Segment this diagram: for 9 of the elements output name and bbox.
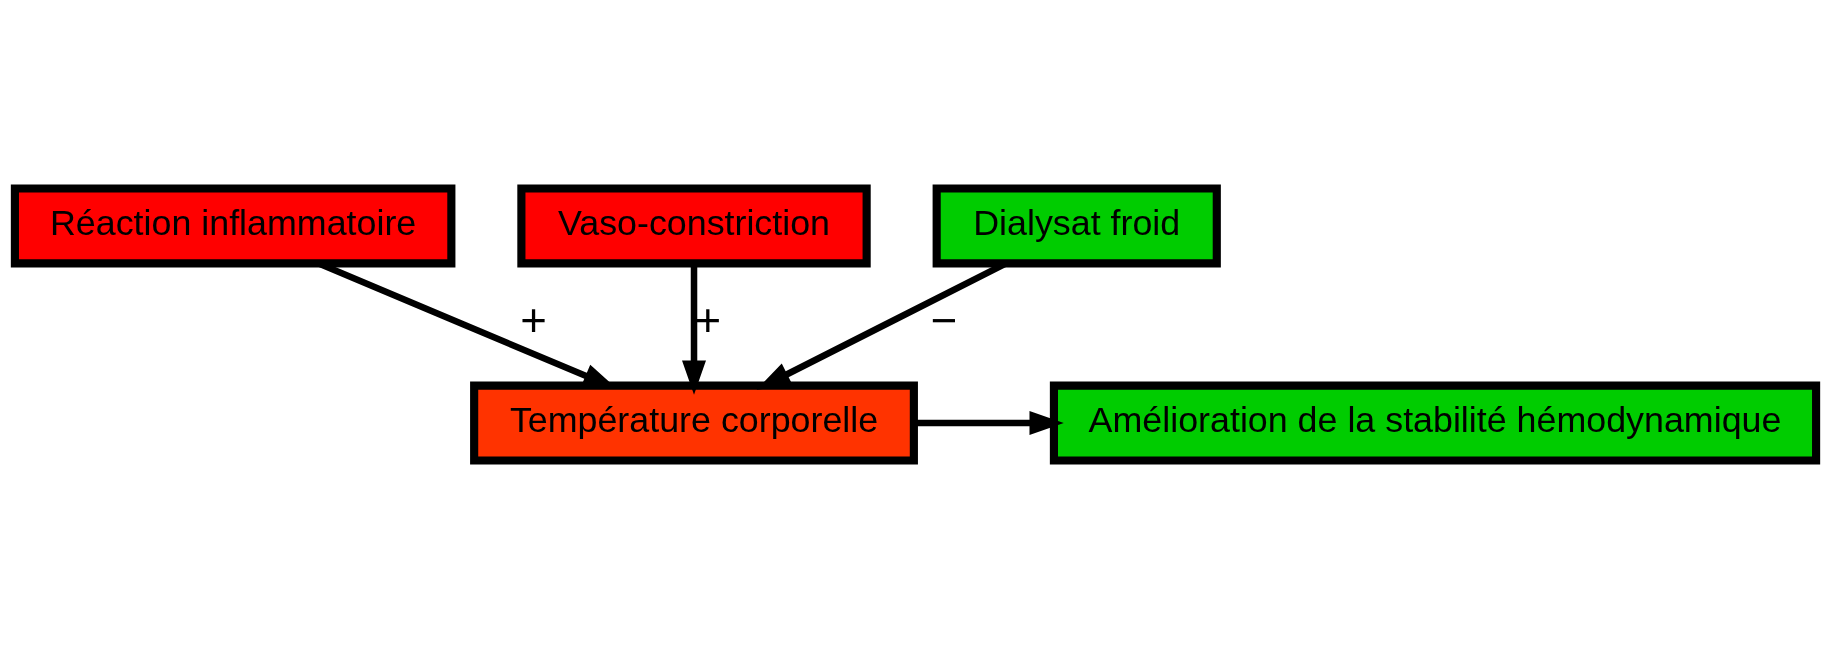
node-box: Vaso-constriction <box>517 184 871 268</box>
edge-label: + <box>520 294 547 346</box>
arrow <box>914 411 1064 436</box>
node-box: Réaction inflammatoire <box>10 184 456 268</box>
node-box: Amélioration de la stabilité hémodynamique <box>1049 381 1821 465</box>
node-box: Dialysat froid <box>932 184 1221 268</box>
node-box: Température corporelle <box>470 381 918 465</box>
edge-label: − <box>930 294 958 346</box>
edge-label: + <box>694 294 722 346</box>
